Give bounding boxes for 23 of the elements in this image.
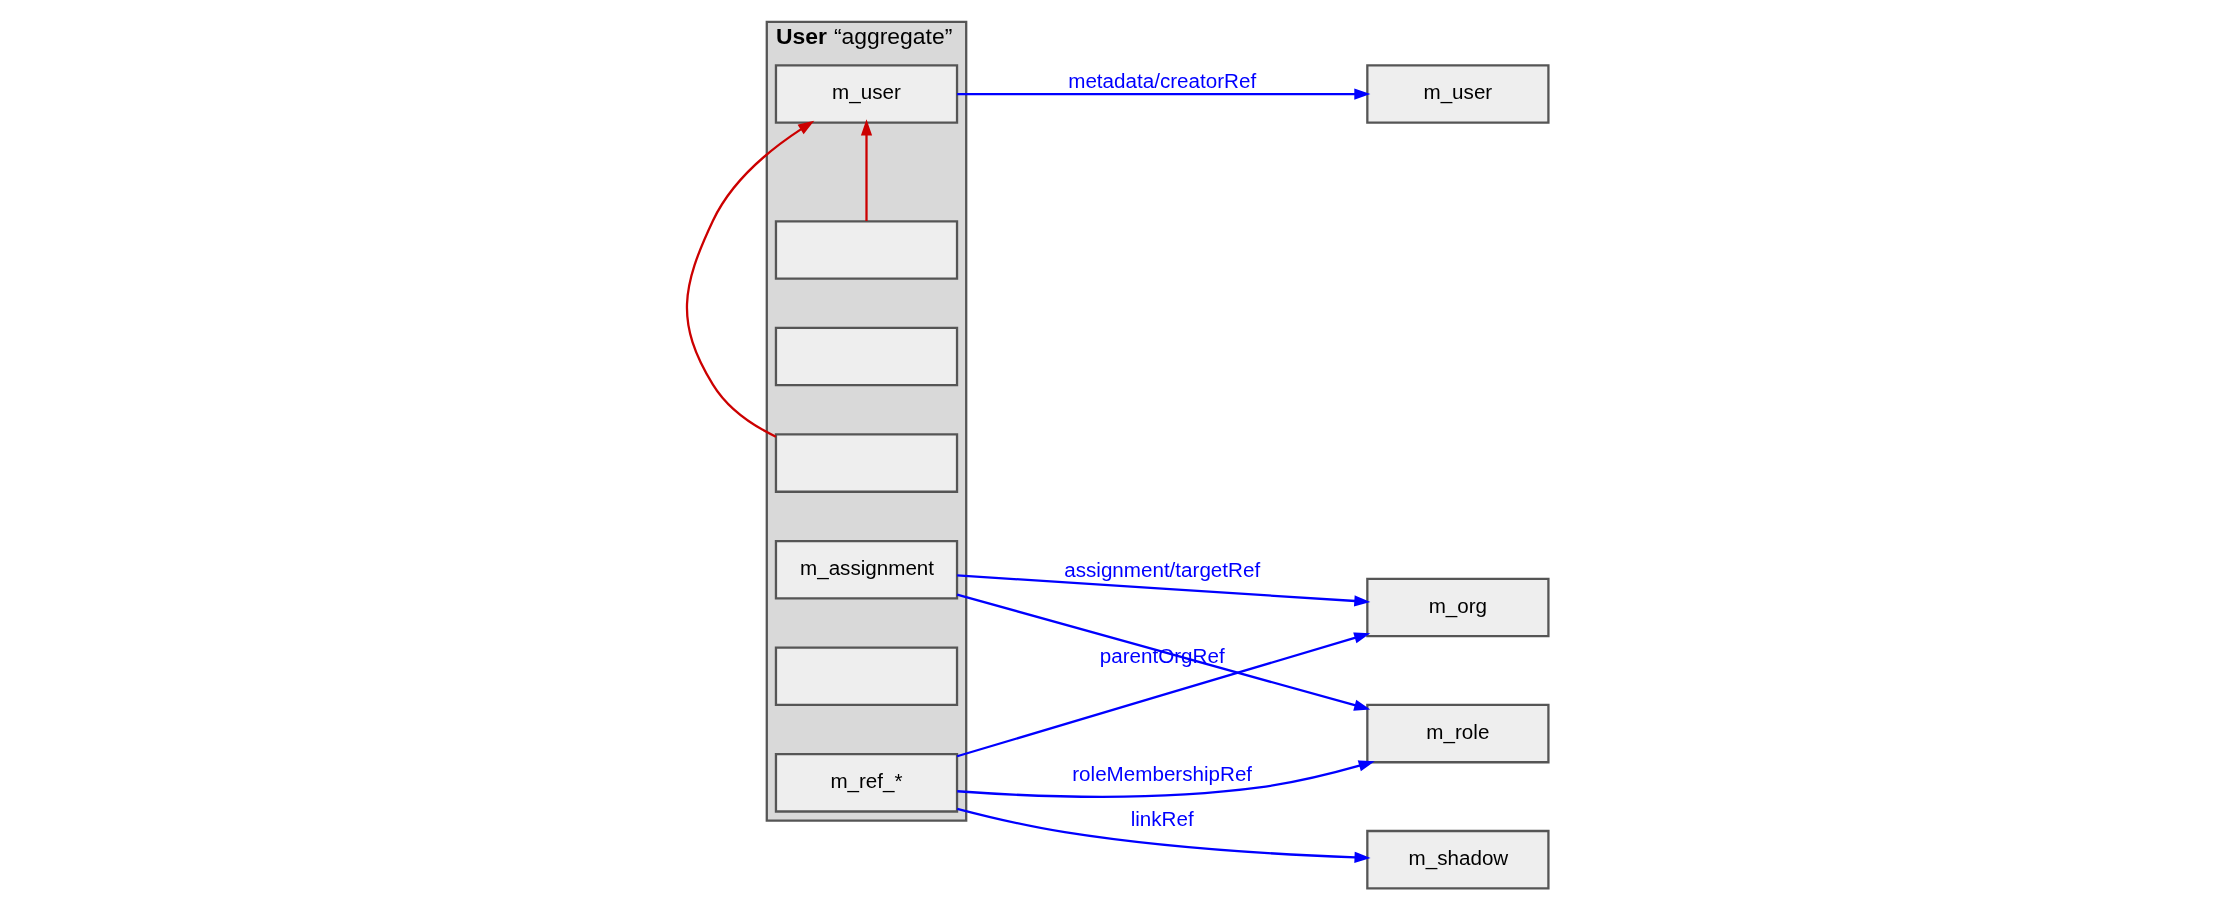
edge-label: roleMembershipRef bbox=[1071, 762, 1252, 786]
arrow bbox=[956, 760, 1375, 798]
node-box: m_shadow bbox=[1365, 829, 1550, 890]
arrow bbox=[956, 632, 1370, 758]
node-box bbox=[774, 326, 958, 387]
node-box: m_assignment bbox=[774, 539, 958, 600]
arrow bbox=[860, 119, 872, 221]
edge-label: metadata/creatorRef bbox=[1067, 68, 1256, 92]
arrow bbox=[956, 574, 1370, 607]
arrow bbox=[956, 88, 1370, 100]
arrow bbox=[956, 807, 1371, 863]
arrow bbox=[685, 120, 814, 438]
arrow bbox=[956, 593, 1370, 711]
node-box: m_user bbox=[774, 64, 958, 124]
node-box bbox=[774, 433, 958, 493]
node-box: m_org bbox=[1365, 577, 1550, 638]
node-box bbox=[774, 646, 958, 707]
edge-label: assignment/targetRef bbox=[1063, 558, 1260, 582]
node-box: m_ref_* bbox=[774, 753, 958, 813]
node-box: m_user bbox=[1365, 64, 1550, 124]
node-box: m_role bbox=[1365, 703, 1550, 764]
node-box bbox=[774, 220, 958, 280]
edge-label: linkRef bbox=[1130, 806, 1194, 830]
